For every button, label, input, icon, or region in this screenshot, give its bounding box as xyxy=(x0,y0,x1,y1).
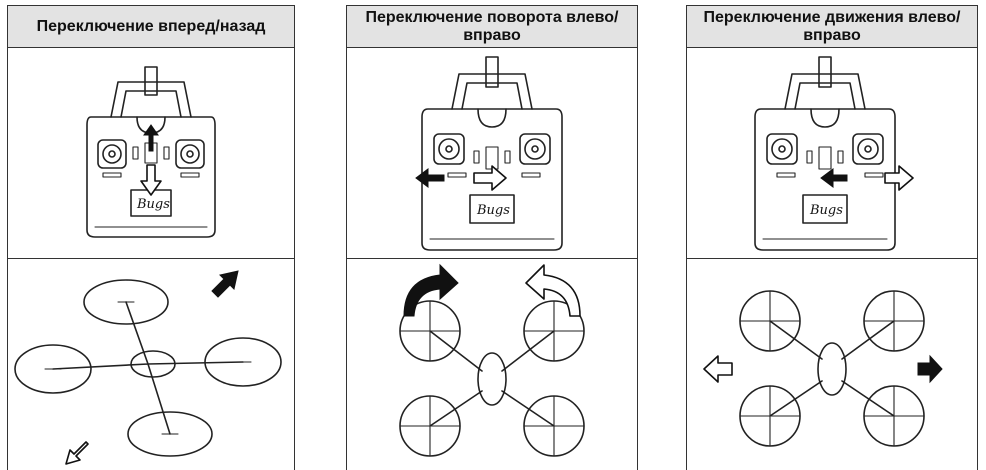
panel-title: Переключение движения влево/вправо xyxy=(687,5,977,48)
solid-arrow-icon xyxy=(415,168,445,188)
remote-cell: Bugs xyxy=(347,47,637,259)
panel-strafe-left-right: Переключение движения влево/вправо xyxy=(686,5,978,470)
hollow-arrow-icon xyxy=(884,165,914,191)
hollow-arrow-icon xyxy=(473,165,507,191)
hollow-arrow-icon xyxy=(65,441,89,465)
quadcopter-drone-icon xyxy=(399,263,585,457)
remote-cell: Bugs xyxy=(687,47,977,259)
solid-arrow-icon xyxy=(143,124,159,152)
panel-rotate-left-right: Переключение поворота влево/вправо xyxy=(346,5,638,470)
hollow-arrow-icon xyxy=(140,164,162,196)
remote-cell: Bugs xyxy=(8,47,294,259)
brand-logo: Bugs xyxy=(136,197,170,212)
quadcopter-drone-icon xyxy=(703,290,943,447)
hollow-arrow-icon xyxy=(525,264,581,317)
drone-cell xyxy=(347,259,637,470)
solid-arrow-icon xyxy=(917,354,943,384)
solid-arrow-icon xyxy=(403,263,459,317)
panel-forward-backward: Переключение вперед/назад xyxy=(7,5,295,470)
hollow-arrow-icon xyxy=(703,355,733,383)
panel-title: Переключение поворота влево/вправо xyxy=(347,5,637,48)
remote-controller-icon: Bugs xyxy=(754,56,914,251)
panel-title: Переключение вперед/назад xyxy=(8,5,294,48)
remote-controller-icon: Bugs xyxy=(415,56,563,251)
remote-controller-icon: Bugs xyxy=(86,66,216,238)
drone-cell xyxy=(687,259,977,470)
drone-cell xyxy=(8,259,294,470)
quadcopter-drone-icon xyxy=(14,270,282,465)
brand-logo: Bugs xyxy=(809,203,843,218)
solid-arrow-icon xyxy=(211,270,239,298)
solid-arrow-icon xyxy=(820,168,848,188)
brand-logo: Bugs xyxy=(476,203,510,218)
